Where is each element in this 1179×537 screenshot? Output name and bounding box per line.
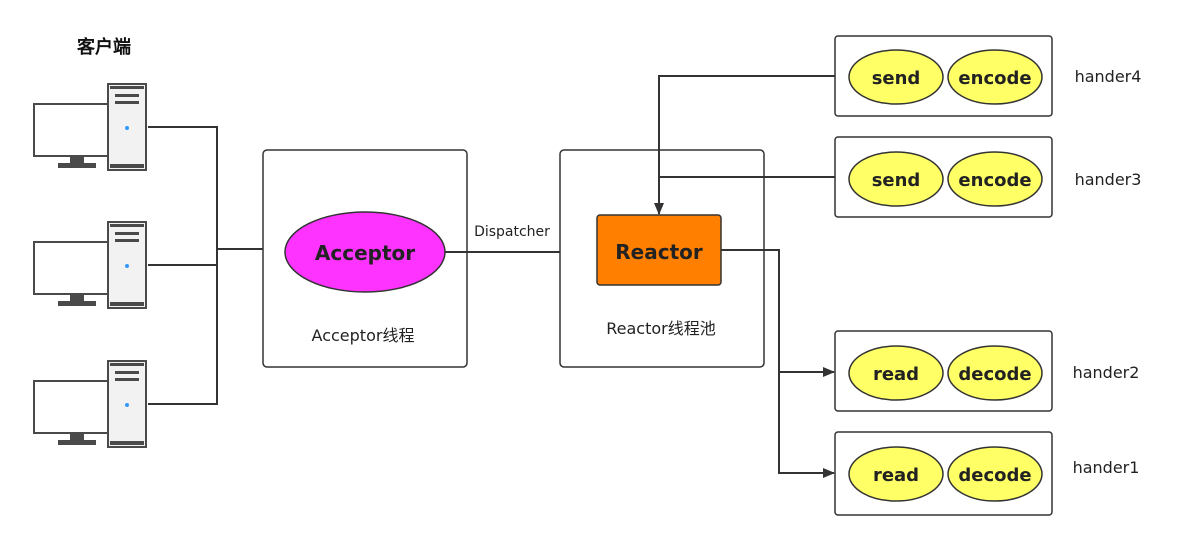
client-computer-2 <box>33 221 147 309</box>
computer-icon <box>33 83 147 171</box>
send-handlers-to-reactor <box>654 75 835 215</box>
handler-label: hander1 <box>1073 458 1140 477</box>
handler-label: hander3 <box>1075 170 1142 189</box>
handler-3: send encode hander3 <box>834 136 1142 218</box>
encode-op <box>947 49 1043 105</box>
read-op <box>848 345 944 401</box>
dispatcher-label: Dispatcher <box>474 224 550 240</box>
acceptor-node-label: Acceptor <box>315 241 415 265</box>
client-computer-3 <box>33 360 147 448</box>
encode-op <box>947 151 1043 207</box>
send-op <box>848 49 944 105</box>
handler-1: read decode hander1 <box>834 431 1140 516</box>
clients-title: 客户端 <box>77 36 131 58</box>
reactor-pool-label: Reactor线程池 <box>606 319 716 338</box>
handler-4: send encode hander4 <box>834 35 1142 117</box>
decode-op <box>947 446 1043 502</box>
acceptor-thread-label: Acceptor线程 <box>312 326 415 345</box>
op-label: send <box>872 170 921 191</box>
reactor-to-read-handlers <box>721 249 835 478</box>
handler-label: hander2 <box>1073 363 1140 382</box>
op-label: encode <box>958 68 1031 89</box>
handler-2: read decode hander2 <box>834 330 1140 412</box>
client-computer-1 <box>33 83 147 171</box>
op-label: encode <box>958 170 1031 191</box>
op-label: read <box>873 364 919 385</box>
op-label: decode <box>958 465 1031 486</box>
send-op <box>848 151 944 207</box>
decode-op <box>947 345 1043 401</box>
read-op <box>848 446 944 502</box>
computer-icon <box>33 221 147 309</box>
op-label: decode <box>958 364 1031 385</box>
handler-label: hander4 <box>1075 67 1142 86</box>
op-label: send <box>872 68 921 89</box>
computer-icon <box>33 360 147 448</box>
op-label: read <box>873 465 919 486</box>
reactor-node-label: Reactor <box>615 240 703 264</box>
